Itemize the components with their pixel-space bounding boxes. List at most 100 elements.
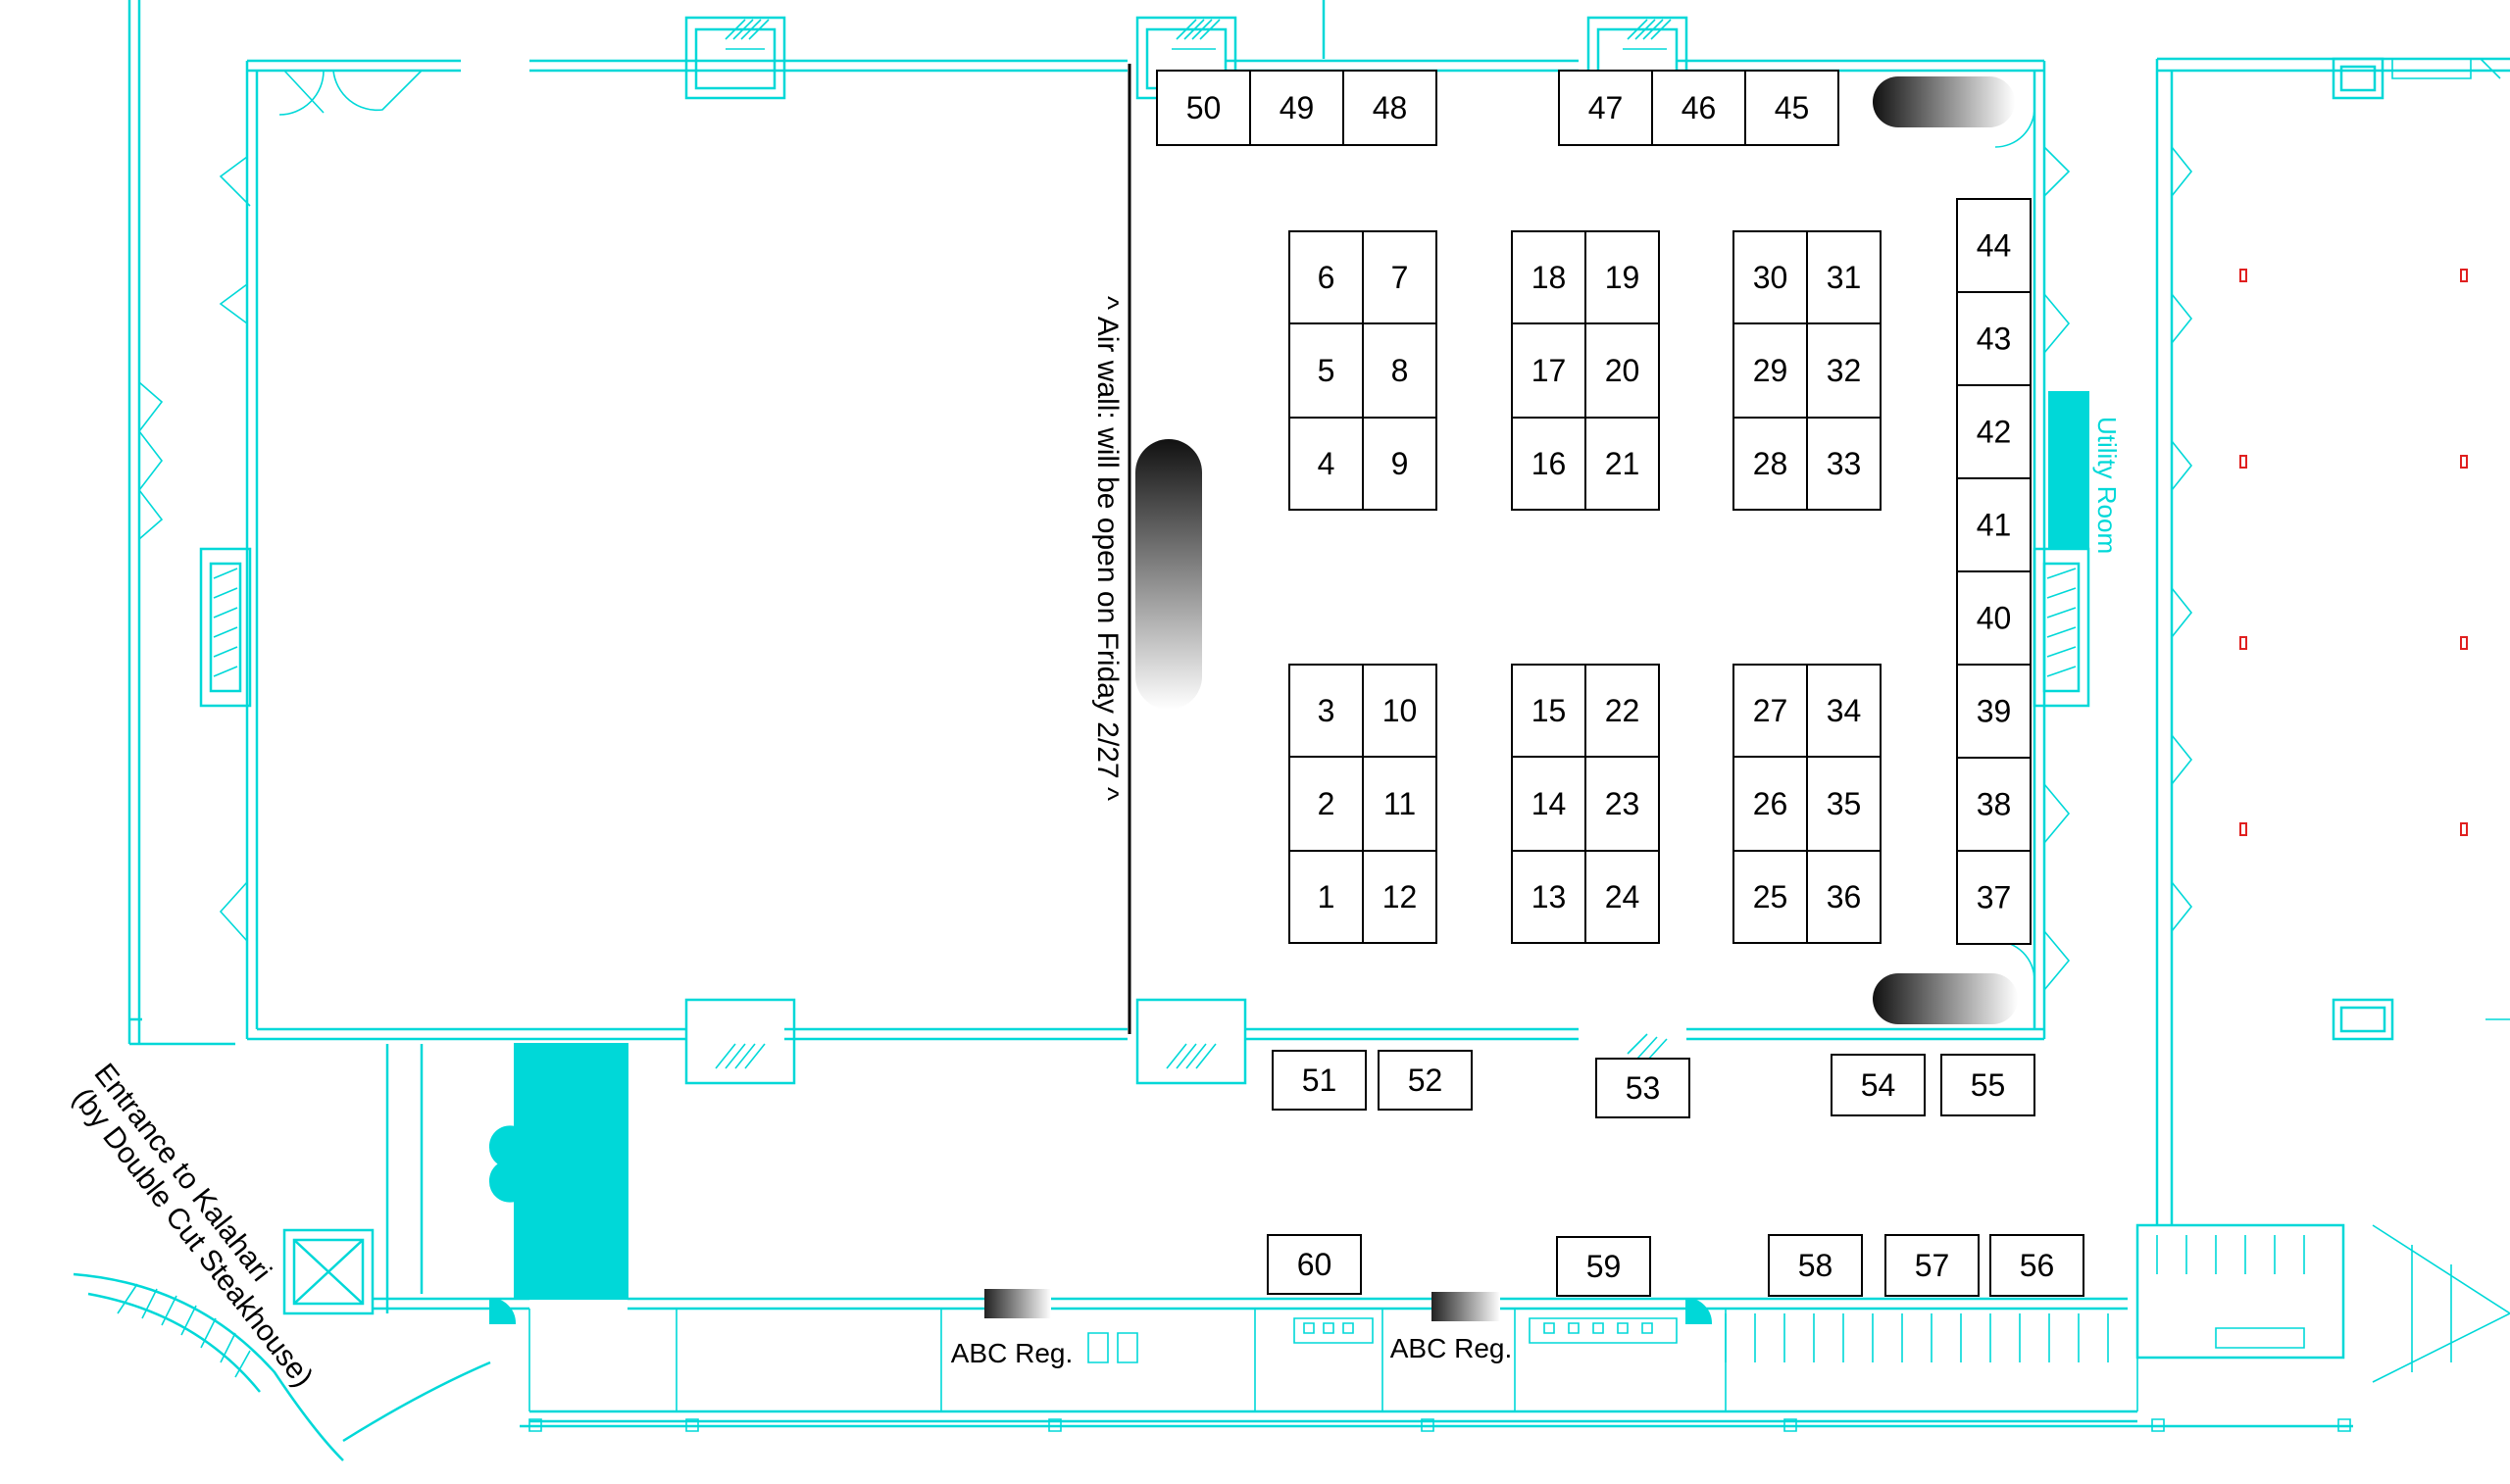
booth: 3 (1288, 664, 1364, 758)
booth-outline (1584, 850, 1660, 944)
booth-number: 16 (1531, 446, 1567, 481)
booth-outline (1362, 417, 1437, 511)
table-shape-bottom-right (1873, 973, 2018, 1024)
booth-outline (1362, 322, 1437, 419)
booth-outline (1342, 70, 1437, 146)
booth-number: 19 (1605, 260, 1640, 295)
booth-number: 50 (1186, 90, 1222, 125)
booth-number: 51 (1302, 1063, 1337, 1098)
booth-outline (1511, 417, 1586, 511)
booth-outline (1884, 1234, 1980, 1297)
booth: 59 (1556, 1236, 1651, 1297)
booth-number: 7 (1391, 260, 1409, 295)
booth-number: 13 (1531, 879, 1567, 915)
booth-outline (1940, 1054, 2035, 1116)
booth: 54 (1831, 1054, 1926, 1116)
booth: 30 (1732, 230, 1808, 324)
registration-table-left (984, 1289, 1051, 1318)
booth-outline (1732, 322, 1808, 419)
booth-number: 24 (1605, 879, 1640, 915)
column-markers (2239, 269, 2468, 836)
booth-outline (1732, 756, 1808, 852)
booth-outline (1267, 1234, 1362, 1295)
booth: 56 (1989, 1234, 2084, 1297)
entrance-label-line2: (by Double Cut Steakhouse) (66, 1082, 319, 1393)
booth-number: 20 (1605, 353, 1640, 388)
booth-outline (1806, 322, 1882, 419)
booth-outline (1732, 417, 1808, 511)
booth-number: 39 (1977, 694, 2012, 729)
booth-outline (1556, 1236, 1651, 1297)
booth-number: 15 (1531, 693, 1567, 728)
booth-number: 9 (1391, 446, 1409, 481)
booth: 4 (1288, 417, 1364, 511)
booth-number: 1 (1318, 879, 1335, 915)
booth-number: 21 (1605, 446, 1640, 481)
booth-number: 2 (1318, 786, 1335, 821)
booth: 32 (1806, 322, 1882, 419)
booth: 17 (1511, 322, 1586, 419)
booth-number: 58 (1798, 1248, 1833, 1283)
booth-number: 17 (1531, 353, 1567, 388)
booth-number: 49 (1280, 90, 1315, 125)
booth: 16 (1511, 417, 1586, 511)
booth-number: 10 (1382, 693, 1418, 728)
booth: 10 (1362, 664, 1437, 758)
booth-outline (1584, 664, 1660, 758)
booth-number: 48 (1373, 90, 1408, 125)
booth-number: 27 (1753, 693, 1788, 728)
booth: 29 (1732, 322, 1808, 419)
booth: 50 (1156, 70, 1251, 146)
booth-outline (1732, 850, 1808, 944)
booth: 19 (1584, 230, 1660, 324)
booth-number: 45 (1775, 90, 1810, 125)
booth-number: 6 (1318, 260, 1335, 295)
registration-table-right (1431, 1292, 1500, 1321)
booth-number: 54 (1861, 1067, 1896, 1103)
booth: 12 (1362, 850, 1437, 944)
booth: 36 (1806, 850, 1882, 944)
booth-outline (1584, 417, 1660, 511)
booth-number: 34 (1827, 693, 1862, 728)
booth-number: 22 (1605, 693, 1640, 728)
booth-outline (1511, 664, 1586, 758)
booth: 31 (1806, 230, 1882, 324)
booth-number: 59 (1586, 1249, 1622, 1284)
booth: 28 (1732, 417, 1808, 511)
booth: 7 (1362, 230, 1437, 324)
booth-number: 52 (1408, 1063, 1443, 1098)
booth-number: 11 (1383, 786, 1416, 821)
booth-outline (1806, 417, 1882, 511)
booth: 45 (1744, 70, 1839, 146)
booth-outline (1768, 1234, 1863, 1297)
booth-outline (1584, 756, 1660, 852)
booth-outline (1956, 291, 2032, 386)
booth: 60 (1267, 1234, 1362, 1295)
booth: 24 (1584, 850, 1660, 944)
booth-outline (1362, 230, 1437, 324)
booth: 8 (1362, 322, 1437, 419)
booth-number: 43 (1977, 322, 2012, 357)
booth-outline (1362, 850, 1437, 944)
booth: 38 (1956, 757, 2032, 852)
booth-number: 14 (1531, 786, 1567, 821)
booth-number: 18 (1531, 260, 1567, 295)
booth-outline (1511, 322, 1586, 419)
booth-number: 28 (1753, 446, 1788, 481)
booth-number: 35 (1827, 786, 1862, 821)
booth-outline (1956, 384, 2032, 479)
booth-number: 32 (1827, 353, 1862, 388)
booth-outline (1651, 70, 1746, 146)
booth: 22 (1584, 664, 1660, 758)
booth: 33 (1806, 417, 1882, 511)
booth: 40 (1956, 570, 2032, 666)
booth: 13 (1511, 850, 1586, 944)
booth-outline (1362, 664, 1437, 758)
booth: 49 (1249, 70, 1344, 146)
booth-number: 29 (1753, 353, 1788, 388)
booth-outline (1732, 230, 1808, 324)
booth-outline (1249, 70, 1344, 146)
booth-number: 60 (1297, 1247, 1332, 1282)
booth: 55 (1940, 1054, 2035, 1116)
